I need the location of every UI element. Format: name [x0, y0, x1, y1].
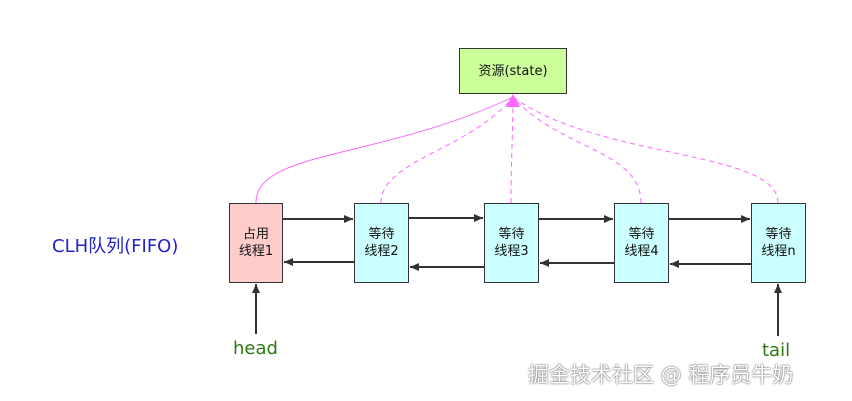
resource-arrowhead	[506, 94, 520, 107]
thread-node-1-name: 线程1	[238, 244, 274, 259]
thread-node-4-name: 线程4	[624, 244, 659, 259]
link-thread3-to-resource	[510, 96, 514, 204]
thread-node-2: 等待 线程2	[354, 203, 409, 283]
thread-node-n-name: 线程n	[761, 244, 796, 259]
thread-node-n: 等待 线程n	[751, 203, 806, 283]
link-thread1-to-resource	[255, 96, 514, 204]
resource-state-box: 资源(state)	[459, 48, 567, 94]
thread-node-2-status: 等待	[368, 227, 395, 242]
thread-node-4: 等待 线程4	[614, 203, 669, 283]
watermark-text: 掘金技术社区 @ 程序员牛奶	[528, 363, 794, 387]
resource-label: 资源(state)	[478, 63, 548, 79]
tail-label: tail	[762, 340, 791, 361]
thread-node-1: 占用 线程1	[229, 203, 283, 283]
thread-node-4-status: 等待	[628, 227, 655, 242]
thread-node-3: 等待 线程3	[484, 203, 539, 283]
thread-node-1-status: 占用	[242, 227, 269, 242]
link-threadn-to-resource	[512, 96, 779, 204]
thread-node-3-name: 线程3	[494, 244, 529, 259]
head-label: head	[233, 338, 278, 359]
queue-title: CLH队列(FIFO)	[52, 236, 179, 257]
thread-node-2-name: 线程2	[364, 244, 399, 259]
thread-node-3-status: 等待	[498, 227, 525, 242]
thread-node-n-status: 等待	[765, 227, 792, 242]
link-thread2-to-resource	[380, 96, 514, 204]
link-thread4-to-resource	[512, 96, 642, 204]
